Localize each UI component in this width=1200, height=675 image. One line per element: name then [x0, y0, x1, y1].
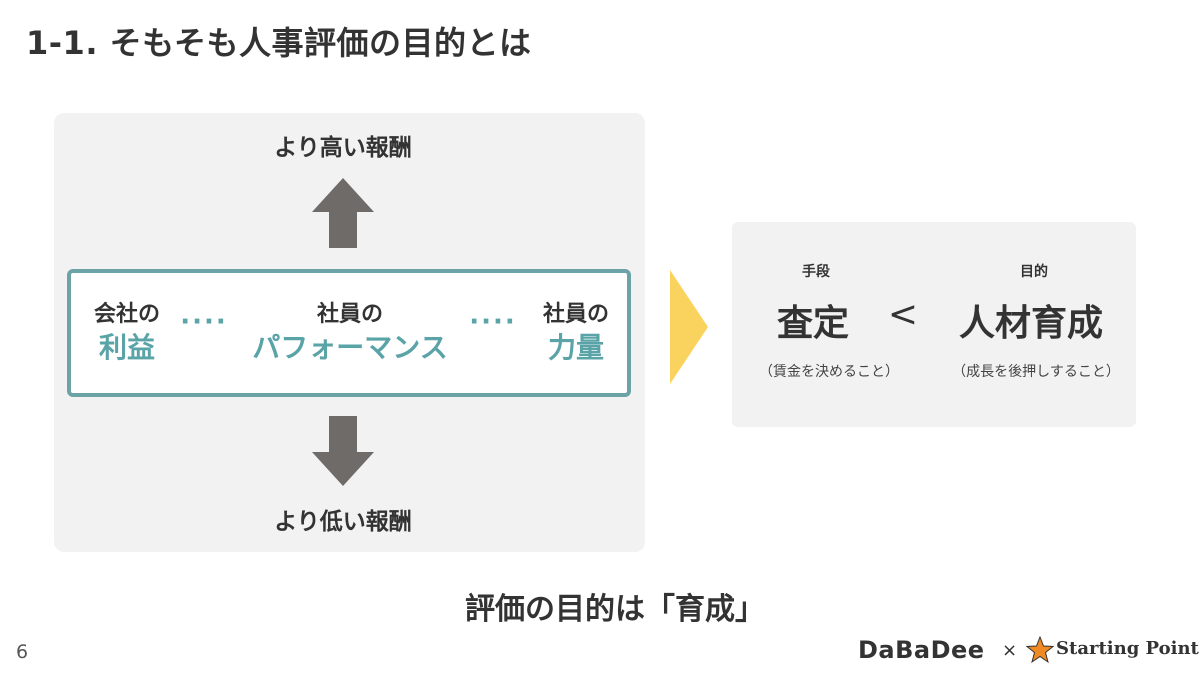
right-panel: [732, 222, 1136, 427]
chevron-right-icon: [670, 270, 708, 384]
up-arrow-icon: [312, 178, 374, 248]
development-note: （成長を後押しすること）: [952, 364, 1120, 380]
assessment-term: 査定: [776, 303, 850, 344]
conclusion-text: 評価の目的は「育成」: [465, 592, 765, 627]
higher-reward-label: より高い報酬: [274, 135, 412, 161]
starting-point-logo: Starting Point: [1056, 638, 1199, 659]
employee-performance-value: パフォーマンス: [252, 331, 448, 364]
star-icon: [1026, 636, 1054, 664]
employee-competence-label: 社員の: [542, 302, 610, 327]
less-than-symbol: <: [887, 294, 919, 335]
talent-development-term: 人材育成: [958, 303, 1104, 344]
slide-title: 1-1. そもそも人事評価の目的とは: [26, 24, 532, 62]
lower-reward-label: より低い報酬: [274, 509, 412, 535]
down-arrow-icon: [312, 416, 374, 486]
times-symbol: ×: [1002, 640, 1018, 661]
company-profit-value: 利益: [98, 331, 156, 364]
purpose-label: 目的: [1020, 264, 1048, 280]
performance-box: [67, 269, 631, 397]
dabadee-logo: DaBaDee: [858, 636, 985, 664]
assessment-note: （賃金を決めること）: [759, 364, 899, 380]
page-number: 6: [16, 641, 29, 663]
means-label: 手段: [802, 264, 830, 280]
company-profit-label: 会社の: [93, 302, 161, 327]
dots-separator-right: ····: [469, 307, 517, 337]
dots-separator-left: ····: [180, 307, 228, 337]
employee-competence-value: 力量: [547, 331, 605, 364]
employee-performance-label: 社員の: [316, 302, 384, 327]
